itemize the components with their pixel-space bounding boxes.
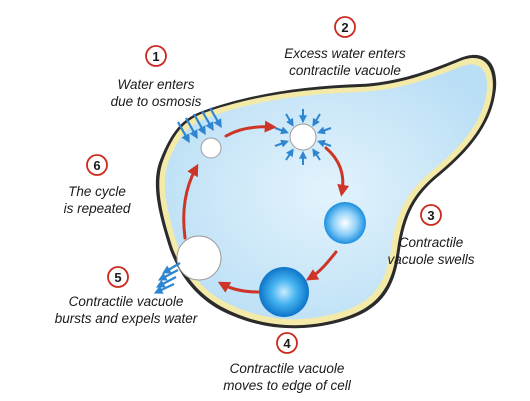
arrow-5-to-1 [182,163,199,240]
step-1-label-line-1: Water enters [117,77,194,92]
vacuole-step-4 [259,267,309,317]
step-badge-2: 2 [334,16,356,38]
step-6-label-line-1: The cycle [68,184,126,199]
step-5-label-line-2: bursts and expels water [55,311,198,326]
step-number-6: 6 [93,158,100,173]
step-2-label-line-1: Excess water enters [284,46,406,61]
step-3-label-line-1: Contractile [399,235,464,250]
step-number-5: 5 [114,270,121,285]
arrow-4-to-5 [217,281,260,294]
vacuole-step-1 [200,137,222,159]
arrow-3-to-4 [305,250,338,281]
water-into-vacuole-arrows [274,109,332,165]
step-number-1: 1 [152,49,159,64]
step-5-label-line-1: Contractile vacuole [69,294,184,309]
cycle-arrows [182,120,350,294]
water-entering-arrows [177,107,222,144]
step-number-4: 4 [283,336,291,351]
vacuole-step-5 [176,235,222,281]
step-2-label-line-2: contractile vacuole [289,63,401,78]
arrow-2-to-3 [324,146,350,197]
step-3-label-line-2: vacuole swells [387,252,474,267]
step-badge-3: 3 [420,204,442,226]
cell-cytoplasm [164,64,488,320]
step-number-2: 2 [341,20,348,35]
cell-body [155,54,497,329]
step-labels: Water enters due to osmosis Excess water… [55,46,475,393]
step-badge-1: 1 [145,45,167,67]
arrow-1-to-2 [224,120,277,138]
step-badge-4: 4 [276,332,298,354]
vacuole-step-3 [324,202,366,244]
step-badges: 1 2 3 4 5 6 [86,16,442,354]
step-badge-6: 6 [86,154,108,176]
step-6-label-line-2: is repeated [64,201,131,216]
step-number-3: 3 [427,208,434,223]
vacuole-step-2 [289,123,317,151]
vacuoles [176,123,366,317]
step-1-label-line-2: due to osmosis [111,94,202,109]
step-4-label-line-1: Contractile vacuole [230,361,345,376]
water-expelled-arrows [153,262,181,294]
step-4-label-line-2: moves to edge of cell [223,378,352,393]
step-badge-5: 5 [107,266,129,288]
